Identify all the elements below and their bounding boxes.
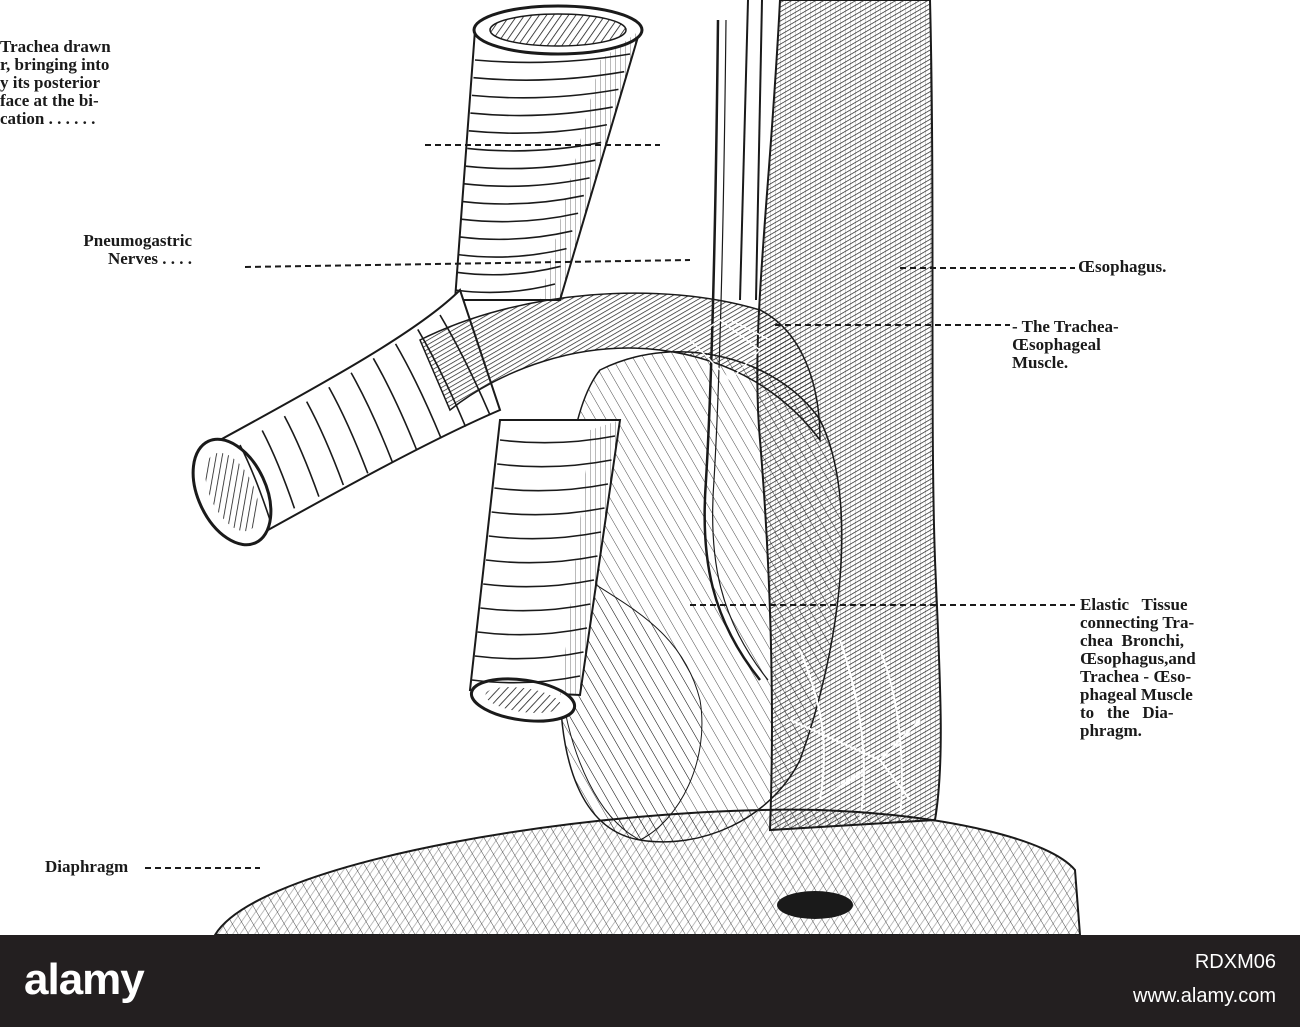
- bronchus-ring: [261, 430, 296, 509]
- illustration: [145, 0, 1082, 935]
- label-oesophagus: Œsophagus.: [1078, 257, 1167, 276]
- oesophageal-opening: [777, 891, 853, 919]
- anatomical-plate: Trachea drawn r, bringing into y its pos…: [0, 0, 1196, 935]
- leader-lines: [145, 144, 1075, 869]
- bronchus-ring: [283, 415, 320, 497]
- alamy-logo: alamy: [24, 955, 145, 1004]
- bronchus-ring: [372, 357, 418, 451]
- label-elastic-tissue: Elastic Tissue connecting Tra- chea Bron…: [1080, 595, 1196, 740]
- watermark-footer: alamy RDXM06 www.alamy.com: [0, 935, 1300, 1027]
- bronchus-ring: [305, 401, 345, 486]
- bronchus-ring: [328, 386, 369, 474]
- leader-pneumogastric: [244, 259, 691, 268]
- right-bronchus-drawing: [468, 419, 622, 723]
- label-diaphragm: Diaphragm: [45, 857, 129, 876]
- label-trachea-drawn: Trachea drawn r, bringing into y its pos…: [0, 37, 111, 128]
- label-pneumogastric-nerves: Pneumogastric Nerves . . . .: [83, 231, 192, 268]
- oesophagus-drawing: [703, 0, 942, 832]
- diaphragm-drawing: [213, 808, 1082, 935]
- site-url: www.alamy.com: [1133, 985, 1276, 1007]
- trachea-oesophageal-muscle-drawing: [419, 292, 821, 443]
- image-id: RDXM06: [1194, 951, 1276, 973]
- bronchus-ring: [394, 343, 442, 439]
- trachea-drawing: [453, 4, 644, 301]
- bronchus-ring: [350, 372, 393, 462]
- bronchus-ring: [239, 444, 271, 521]
- label-trachea-oesophageal-muscle: - The Trachea- Œsophageal Muscle.: [1012, 317, 1119, 372]
